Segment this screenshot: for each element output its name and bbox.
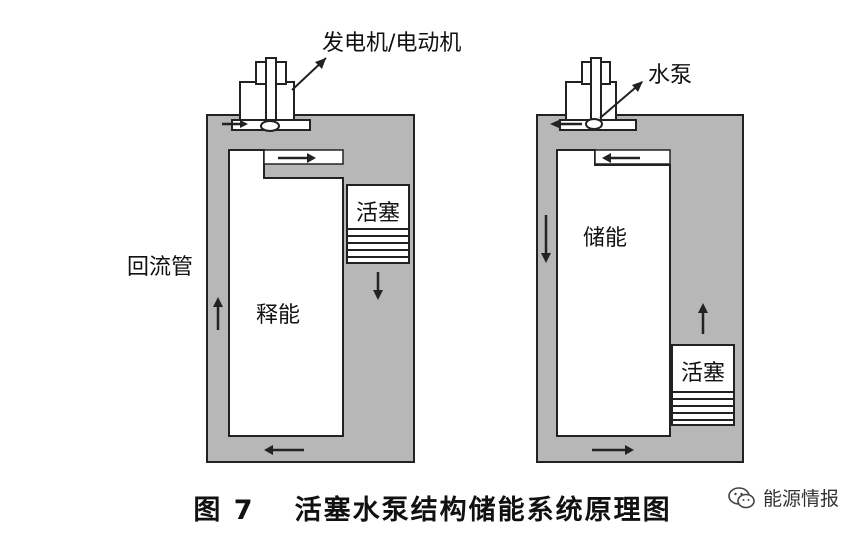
pump-pointer-head (632, 81, 643, 92)
figure-number: 图 7 (193, 495, 255, 526)
storage-system (536, 57, 744, 463)
generator-motor (231, 57, 311, 132)
machine-pointer-head (315, 58, 326, 69)
arrow-left-feed-pipe (602, 153, 640, 163)
left-piston (346, 184, 410, 264)
figure-caption: 图 7 活塞水泵结构储能系统原理图 (0, 488, 865, 527)
wechat-icon (728, 486, 755, 508)
arrow-right-feed-pipe (278, 153, 316, 163)
left-water-body (206, 114, 415, 463)
watermark-text: 能源情报 (762, 488, 839, 510)
arrow-up-return-pipe (213, 297, 223, 330)
diagram-canvas: 发电机/电动机 活塞 释能 回流管 水泵 储能 活塞 (127, 31, 744, 463)
arrow-left-top-outlet (550, 120, 582, 128)
arrow-left-bottom (264, 445, 304, 455)
pump-label: 水泵 (648, 63, 692, 88)
arrow-down-piston (373, 272, 383, 300)
right-piston-label: 活塞 (681, 361, 725, 386)
storage-label: 储能 (583, 226, 627, 251)
watermark: 能源情报 (727, 484, 839, 511)
return-pipe-label: 回流管 (127, 255, 193, 280)
left-piston-label: 活塞 (356, 201, 400, 226)
arrow-right-top-inlet (222, 120, 248, 128)
figure-title: 活塞水泵结构储能系统原理图 (294, 495, 672, 526)
release-system (206, 57, 415, 463)
water-pump (559, 57, 637, 131)
right-piston (671, 344, 735, 426)
left-flow-arrows (213, 120, 383, 455)
machine-label: 发电机/电动机 (322, 31, 461, 56)
arrow-up-piston (698, 303, 708, 334)
arrow-down-left-column (541, 215, 551, 263)
release-label: 释能 (256, 303, 300, 328)
right-flow-arrows (541, 120, 708, 455)
arrow-right-bottom (592, 445, 634, 455)
